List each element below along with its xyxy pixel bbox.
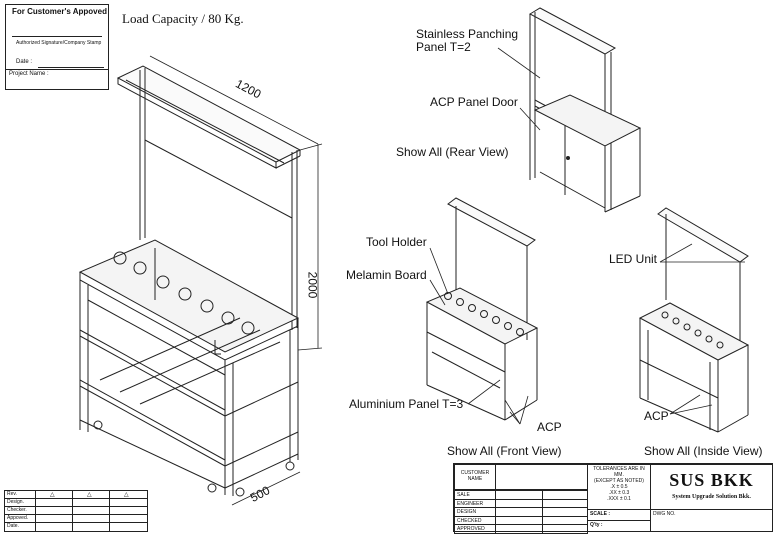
scale-label: SCALE : (590, 511, 610, 517)
tolerance-row: .XXX ± 0.1 (607, 496, 631, 502)
date-field-line[interactable] (38, 67, 104, 68)
revision-triangle-icon: △ (124, 492, 129, 498)
customer-name-value[interactable] (495, 464, 588, 490)
role-label-cell: APPROVED (454, 524, 496, 534)
dwg-no-cell: DWG NO. (650, 509, 773, 532)
callout-acp-front: ACP (537, 420, 562, 434)
role-label: APPROVED (457, 526, 485, 532)
callout-stainless-panel: Stainless Panching Panel T=2 (416, 27, 519, 54)
tolerance-row: .XX ± 0.3 (608, 490, 630, 496)
role-label: SALE (457, 492, 470, 498)
callout-tool-holder: Tool Holder (366, 235, 427, 249)
callout-acp-inside: ACP (644, 409, 669, 423)
callout-aluminium-panel: Aluminium Panel T=3 (349, 397, 464, 411)
revision-cell[interactable] (109, 515, 146, 522)
tolerance-row: .X ± 0.5 (610, 484, 628, 490)
revision-row-label: Appoved. (7, 515, 29, 521)
revision-cell[interactable]: △ (72, 491, 109, 498)
caption-inside-view: Show All (Inside View) (644, 444, 763, 458)
dwg-no-label: DWG NO. (653, 511, 676, 517)
revision-cell[interactable]: △ (35, 491, 72, 498)
role-value-cell[interactable] (542, 524, 588, 534)
customer-approval-box: For Customer's Appoved Authorized Signat… (5, 4, 109, 90)
revision-triangle-icon: △ (87, 492, 92, 498)
tolerance-subtitle: (EXCEPT AS NOTED) (594, 478, 644, 484)
approval-divider (6, 69, 108, 70)
revision-cell[interactable] (35, 515, 72, 522)
revision-row-label: Checker. (7, 507, 27, 513)
load-capacity-note: Load Capacity / 80 Kg. (122, 11, 244, 26)
signature-label: Authorized Signature/Company Stamp (16, 40, 102, 46)
role-label: ENGINEER (457, 500, 484, 507)
role-value-cell[interactable] (495, 524, 543, 534)
tolerance-title: TOLERANCES ARE IN MM. (593, 466, 645, 478)
revision-row-label: Design. (7, 499, 24, 505)
dimension-lines (149, 55, 323, 506)
company-cell: SUS BKK System Upgrade Solution Bkk. (650, 464, 773, 510)
revision-table: Rev. △ △ △ Design. Checker. Appoved. Date. (4, 490, 148, 532)
role-label: DESIGN (457, 509, 477, 515)
revision-cell[interactable] (72, 523, 109, 531)
front-view-drawing (425, 197, 539, 421)
company-tagline: System Upgrade Solution Bkk. (672, 494, 751, 500)
caption-rear-view: Show All (Rear View) (396, 145, 509, 159)
signature-line (12, 36, 102, 37)
date-label: Date : (16, 59, 33, 65)
revision-cell[interactable] (35, 507, 72, 514)
revision-row: Design. (5, 499, 147, 507)
company-name: SUS BKK (669, 470, 754, 490)
revision-row: Date. (5, 523, 147, 531)
revision-row-label: Date. (7, 523, 19, 529)
revision-cell[interactable] (72, 515, 109, 522)
revision-row: Appoved. (5, 515, 147, 523)
customer-name-cell: CUSTOMER NAME (454, 464, 496, 490)
customer-name-label: CUSTOMER NAME (460, 470, 490, 482)
revision-cell[interactable] (109, 523, 146, 531)
qty-cell: Q'ty : (587, 520, 651, 532)
revision-cell[interactable]: △ (109, 491, 146, 498)
rear-view-drawing (528, 7, 642, 213)
revision-cell[interactable] (35, 523, 72, 531)
revision-cell[interactable] (109, 499, 146, 506)
qty-label: Q'ty : (590, 522, 603, 528)
revision-row: Checker. (5, 507, 147, 515)
project-name-label: Project Name : (9, 71, 49, 77)
revision-row-label: Rev. (7, 491, 17, 497)
revision-cell[interactable] (72, 507, 109, 514)
main-cabinet-drawing (78, 65, 302, 497)
revision-triangle-icon: △ (50, 492, 55, 498)
role-label: CHECKED (457, 517, 482, 524)
revision-row: Rev. △ △ △ (5, 491, 147, 499)
revision-cell[interactable] (72, 499, 109, 506)
tolerance-cell: TOLERANCES ARE IN MM. (EXCEPT AS NOTED) … (587, 464, 651, 510)
callout-melamin-board: Melamin Board (346, 268, 427, 282)
dimension-height: 2000 (305, 271, 320, 299)
inside-view-drawing (638, 207, 750, 433)
title-block: CUSTOMER NAME SALE ENGINEER DESIGN CHECKED A… (453, 463, 773, 534)
leader-lines (429, 47, 745, 425)
callout-led-unit: LED Unit (609, 252, 658, 266)
revision-cell[interactable] (109, 507, 146, 514)
caption-front-view: Show All (Front View) (447, 444, 562, 458)
approval-title: For Customer's Appoved (12, 7, 107, 16)
callout-acp-panel-door: ACP Panel Door (430, 95, 518, 109)
revision-cell[interactable] (35, 499, 72, 506)
